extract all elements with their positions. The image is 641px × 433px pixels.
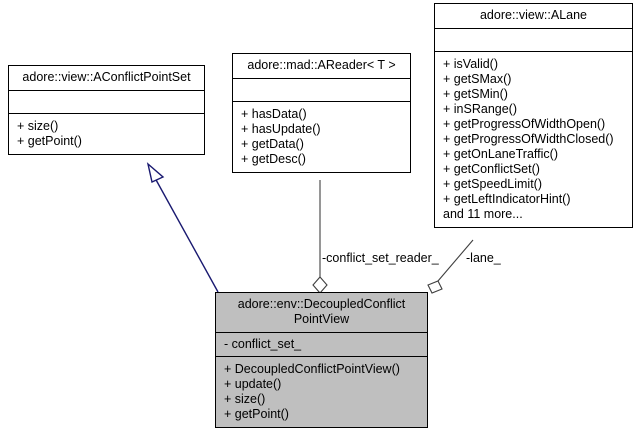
class-attributes-aconflictpointset xyxy=(9,91,204,114)
operation-row: and 11 more... xyxy=(443,207,523,221)
class-name-decoupledconflictpointview: adore::env::DecoupledConflict PointView xyxy=(216,293,427,333)
operation-row: + size() xyxy=(224,392,266,406)
operation-row: + getPoint() xyxy=(224,407,289,421)
aggregation-edge-lane xyxy=(427,239,474,294)
class-box-decoupledconflictpointview[interactable]: adore::env::DecoupledConflict PointView … xyxy=(215,292,428,428)
class-attributes-decoupledconflictpointview: - conflict_set_ xyxy=(216,333,427,357)
operation-row: + getPoint() xyxy=(17,134,82,148)
class-name-areader: adore::mad::AReader< T > xyxy=(233,54,410,79)
attribute-row: - conflict_set_ xyxy=(224,337,302,351)
operation-row: + inSRange() xyxy=(443,102,517,116)
operation-row: + getOnLaneTraffic() xyxy=(443,147,558,161)
class-name-alane: adore::view::ALane xyxy=(435,4,632,29)
operation-row: + getProgressOfWidthClosed() xyxy=(443,132,614,146)
aggregation-edge-conflict-set-reader xyxy=(312,180,328,294)
class-attributes-alane xyxy=(435,29,632,52)
operation-row: + getConflictSet() xyxy=(443,162,540,176)
class-operations-areader: + hasData() + hasUpdate() + getData() + … xyxy=(233,102,410,172)
edge-label-conflict-set-reader: -conflict_set_reader_ xyxy=(322,251,439,265)
class-operations-decoupledconflictpointview: + DecoupledConflictPointView() + update(… xyxy=(216,357,427,427)
operation-row: + update() xyxy=(224,377,282,391)
operation-row: + hasUpdate() xyxy=(241,122,321,136)
operation-row: + getSMin() xyxy=(443,87,508,101)
inheritance-edge-conflict-point-set xyxy=(146,162,219,293)
operation-row: + isValid() xyxy=(443,57,498,71)
operation-row: + getData() xyxy=(241,137,304,151)
operation-row: + DecoupledConflictPointView() xyxy=(224,362,400,376)
operation-row: + hasData() xyxy=(241,107,307,121)
class-operations-aconflictpointset: + size() + getPoint() xyxy=(9,114,204,154)
operation-row: + getSMax() xyxy=(443,72,512,86)
operation-row: + size() xyxy=(17,119,59,133)
class-box-areader[interactable]: adore::mad::AReader< T > + hasData() + h… xyxy=(232,53,411,173)
class-operations-alane: + isValid() + getSMax() + getSMin() + in… xyxy=(435,52,632,227)
class-name-aconflictpointset: adore::view::AConflictPointSet xyxy=(9,66,204,91)
operation-row: + getProgressOfWidthOpen() xyxy=(443,117,606,131)
operation-row: + getSpeedLimit() xyxy=(443,177,543,191)
edge-label-lane: -lane_ xyxy=(466,251,501,265)
operation-row: + getLeftIndicatorHint() xyxy=(443,192,571,206)
class-box-aconflictpointset[interactable]: adore::view::AConflictPointSet + size() … xyxy=(8,65,205,155)
class-attributes-areader xyxy=(233,79,410,102)
operation-row: + getDesc() xyxy=(241,152,306,166)
class-box-alane[interactable]: adore::view::ALane + isValid() + getSMax… xyxy=(434,3,633,228)
